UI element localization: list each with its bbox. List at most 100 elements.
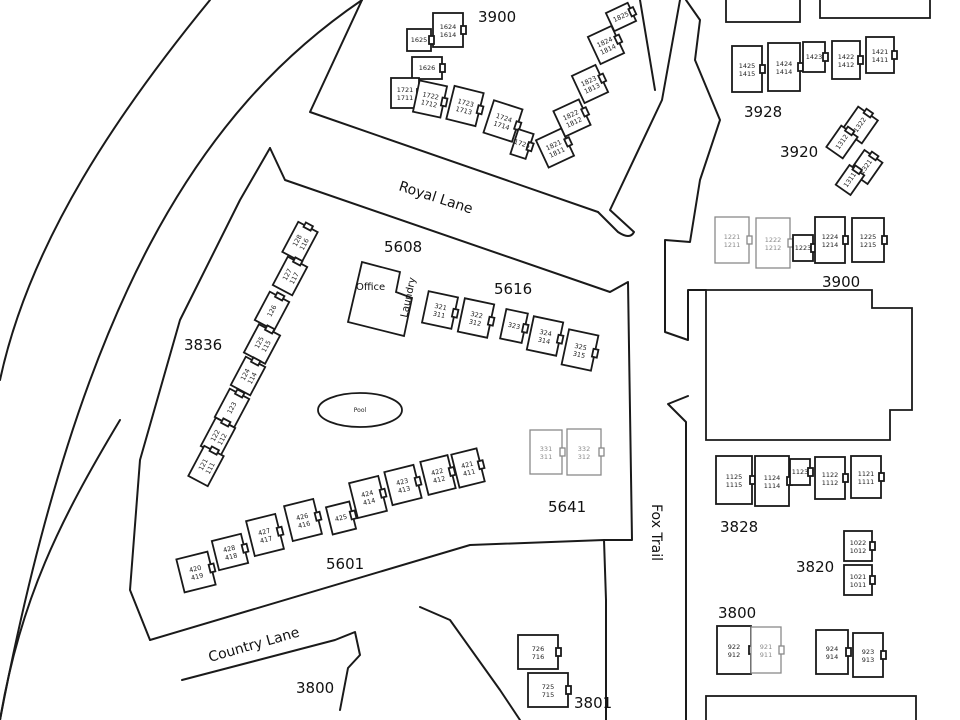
unit-outline: [750, 626, 782, 674]
unit-number-lower: 1712: [420, 98, 438, 109]
office-building: Office Laundry: [346, 260, 418, 338]
north-court-wall-east: [597, 0, 681, 237]
unit-number-lower: 314: [537, 336, 551, 346]
unit-outline: [831, 40, 861, 80]
building-5601: 5601: [326, 555, 364, 573]
unit-notch: [807, 467, 814, 477]
unit-number-lower: 914: [826, 653, 838, 661]
pool: Pool: [317, 392, 403, 428]
building-3928: 3928: [744, 103, 782, 121]
building-3836: 3836: [184, 336, 222, 354]
building-5616: 5616: [494, 280, 532, 298]
unit-notch: [219, 417, 232, 428]
unit-outline: [814, 216, 846, 264]
unit-number: 923: [862, 648, 874, 656]
unit-number-lower: 911: [760, 651, 772, 659]
unit-number-lower: 311: [540, 453, 552, 461]
unit-1312: 1312: [825, 124, 859, 160]
unit-buildings: 1281161271171261251151241141231221121211…: [175, 1, 898, 708]
fox-trail-west-edge: [664, 0, 721, 341]
unit-number: 1022: [850, 539, 867, 547]
unit-number-lower: 311: [432, 310, 446, 320]
building-3828: 3828: [720, 518, 758, 536]
building-3800-right: 3800: [718, 604, 756, 622]
unit-number: 921: [760, 643, 772, 651]
unit-1123: 1123: [789, 458, 814, 486]
country-lane-east-edge: [419, 606, 521, 720]
unit-outline: [754, 455, 790, 507]
building-5608: 5608: [384, 238, 422, 256]
unit-number: 1124: [764, 474, 781, 482]
unit-notch: [869, 541, 876, 551]
royal-lane-north-edge: [269, 147, 633, 541]
unit-number: 1421: [872, 48, 889, 56]
unit-notch: [881, 235, 888, 245]
unit-number: 420: [188, 564, 202, 575]
unit-number: 1721: [397, 86, 414, 94]
unit-notch: [207, 562, 217, 574]
unit-number: 1123: [792, 468, 809, 476]
unit-number: 428: [222, 544, 236, 555]
unit-number: 332: [578, 445, 590, 453]
unit-notch: [869, 575, 876, 585]
unit-number: 1626: [419, 64, 436, 72]
unit-number-lower: 315: [572, 350, 586, 360]
unit-number-lower: 1215: [860, 241, 877, 249]
unit-outline: [815, 629, 849, 675]
unit-notch: [273, 291, 286, 302]
unit-notch: [439, 63, 446, 73]
unit-number-lower: 715: [542, 691, 554, 699]
unit-number: 1222: [765, 236, 782, 244]
unit-notch: [842, 235, 849, 245]
unit-number-lower: 417: [259, 534, 273, 545]
unit-number: 323: [507, 321, 521, 331]
unit-number: 1624: [440, 23, 457, 31]
fox-trail-label: Fox Trail: [648, 504, 664, 561]
unit-number: 1424: [776, 60, 793, 68]
unit-number: 421: [460, 460, 474, 471]
unit-outline: [432, 12, 464, 48]
unit-1625: 1625: [406, 28, 435, 52]
west-boundary-mid: [0, 419, 121, 720]
unit-notch: [302, 221, 315, 232]
royal-lane-west-edge: [129, 147, 271, 641]
unit-number: 424: [360, 489, 374, 500]
country-lane-south-edge: [149, 539, 607, 641]
building-5641: 5641: [548, 498, 586, 516]
unit-number: 331: [540, 445, 552, 453]
fox-trail-east-edge: [667, 395, 689, 720]
unit-number-lower: 1412: [838, 61, 855, 69]
unit-number: 423: [395, 477, 409, 488]
unit-1311: 1311: [834, 163, 866, 197]
unit-number: 1122: [822, 471, 839, 479]
building-3920: 3920: [780, 143, 818, 161]
unit-number-lower: 1112: [822, 479, 839, 487]
royal-lane-label: Royal Lane: [397, 179, 475, 218]
unit-number-lower: 418: [224, 551, 238, 562]
unit-number-lower: 1211: [724, 241, 741, 249]
unit-notch: [428, 35, 435, 45]
unit-outline: [566, 428, 602, 476]
unit-number: 1125: [726, 473, 743, 481]
unit-number: 426: [295, 512, 309, 523]
